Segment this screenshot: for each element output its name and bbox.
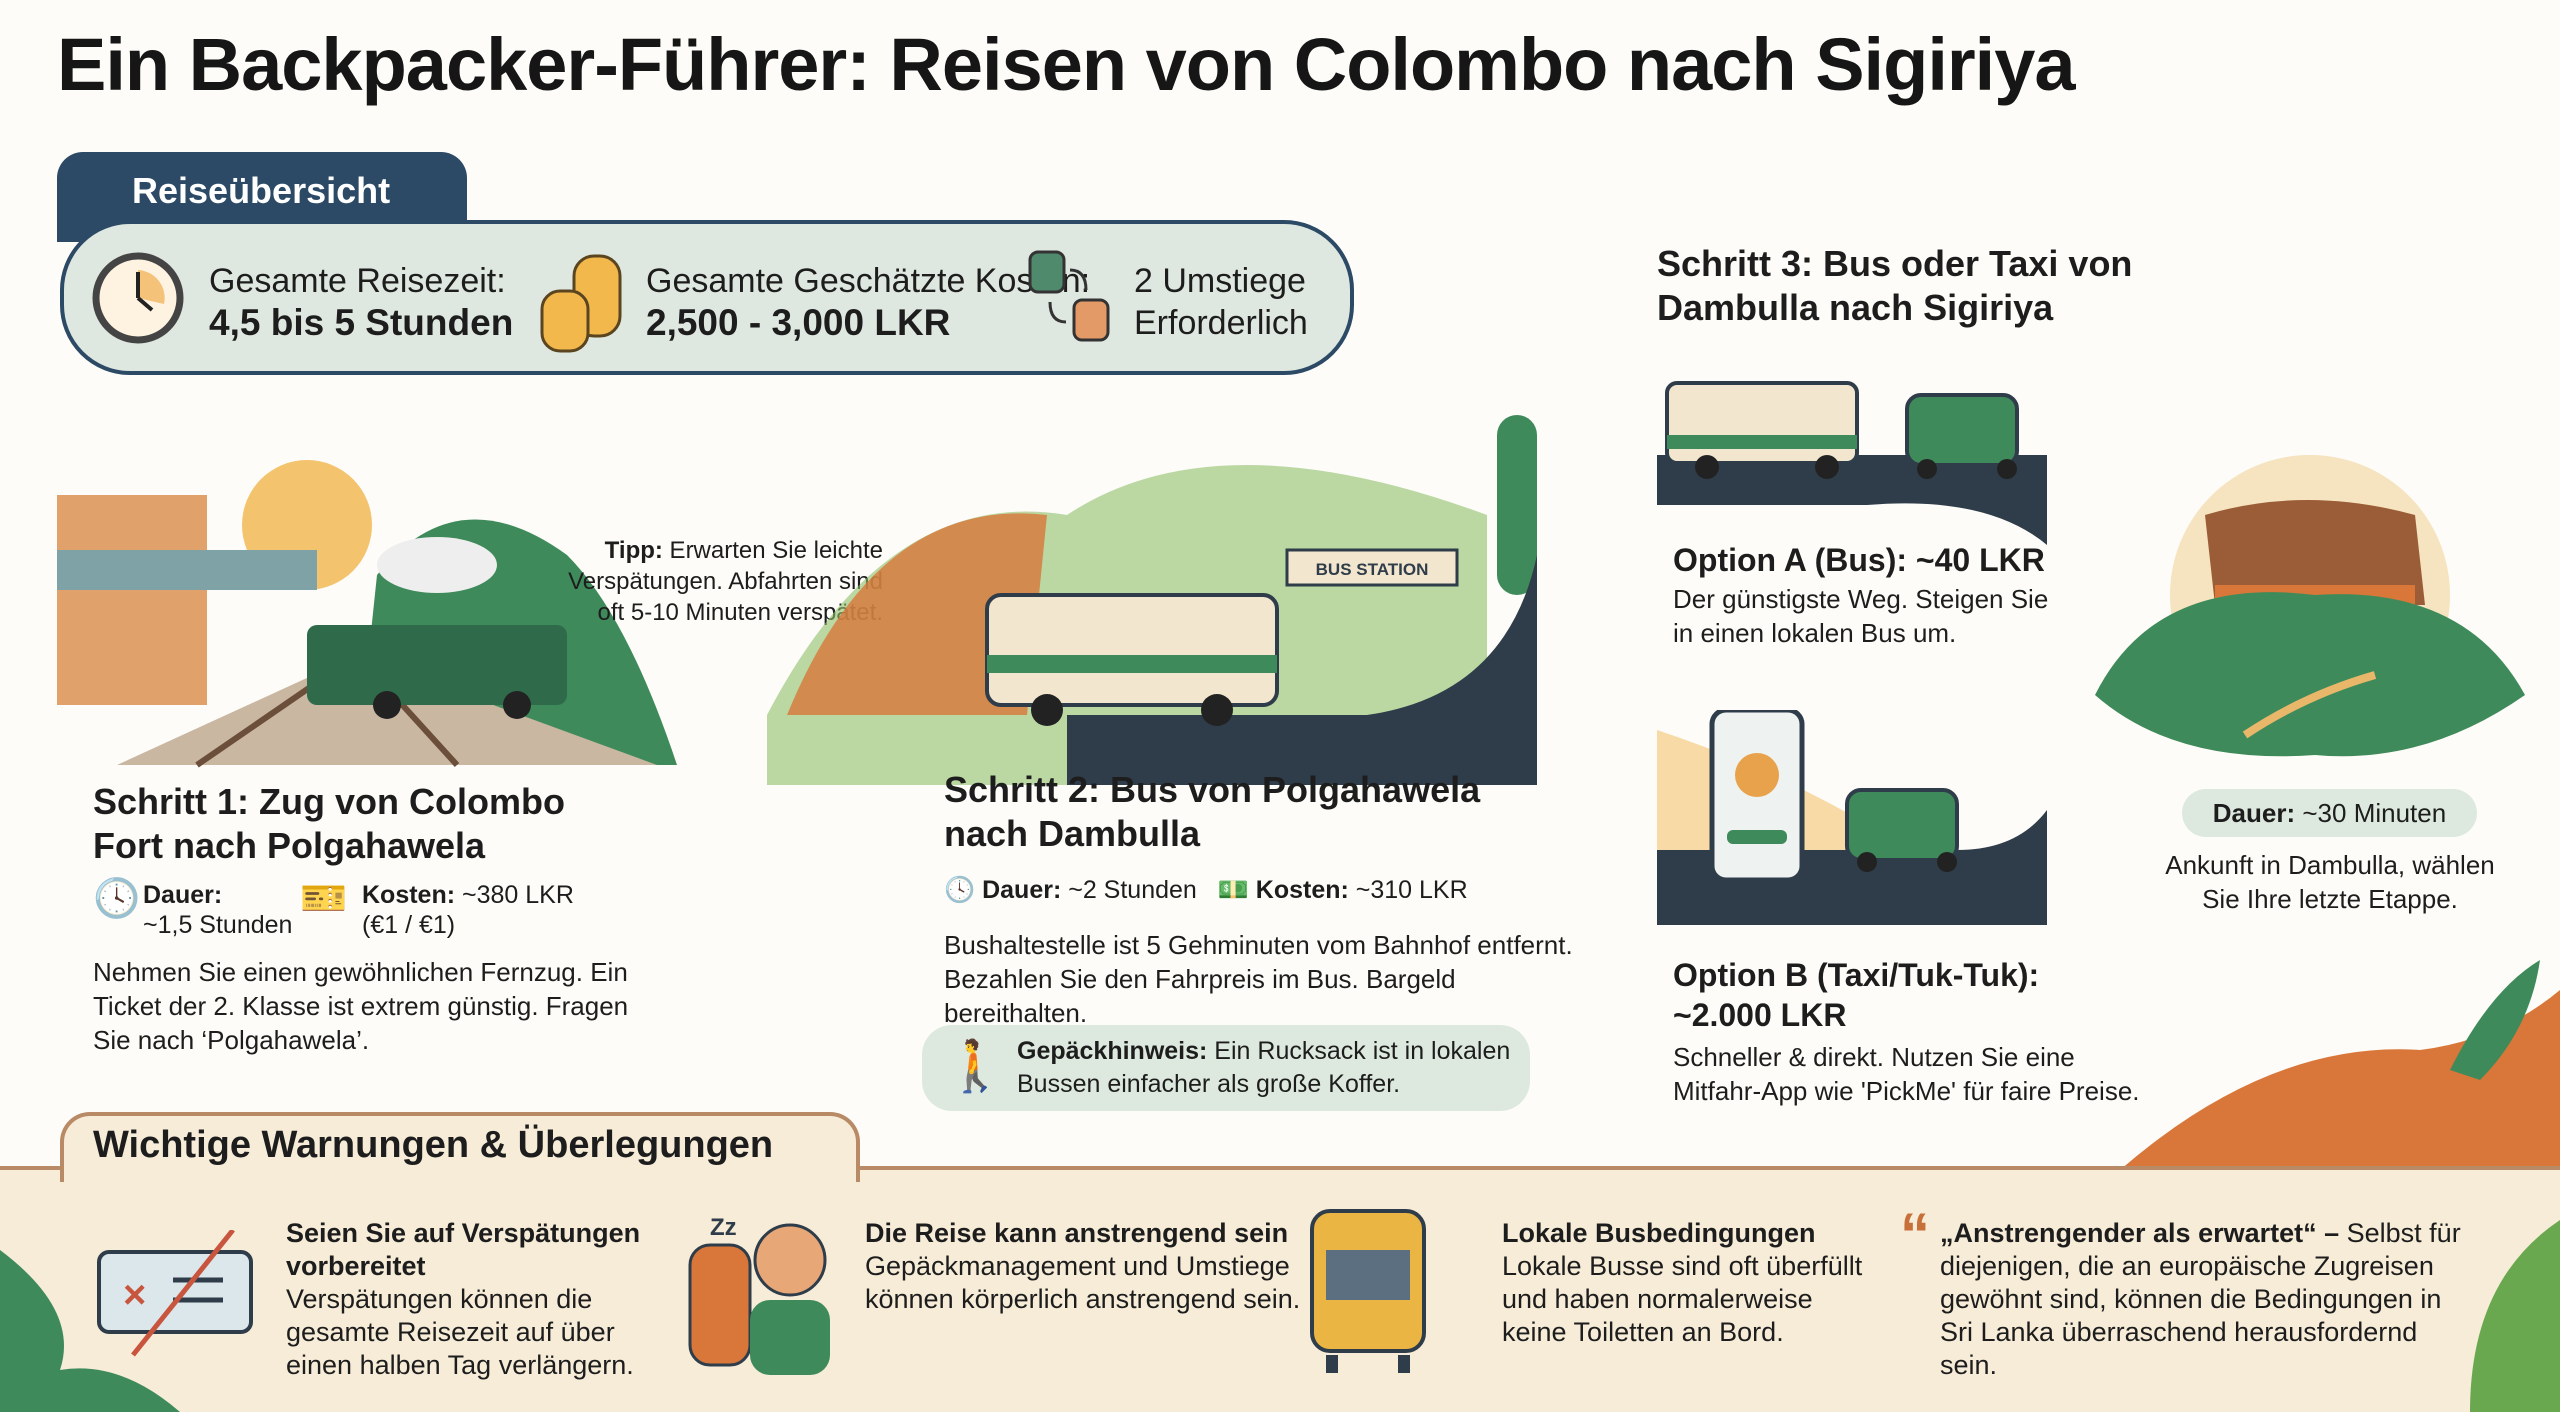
bus-station-sign: BUS STATION [1316,560,1429,579]
bus-station-illustration: BUS STATION [767,415,1537,785]
page-title: Ein Backpacker-Führer: Reisen von Colomb… [57,23,2076,106]
clock-icon [92,252,184,344]
tired-backpacker-icon: Zz [688,1214,830,1375]
transfers-line2: Erforderlich [1134,304,1308,342]
coins-icon [540,254,622,353]
luggage-note: 🚶 Gepäckhinweis: Ein Rucksack ist in lok… [922,1025,1530,1111]
option-b-title: Option B (Taxi/Tuk-Tuk): ~2.000 LKR [1673,957,2040,1033]
step1-title: Schritt 1: Zug von Colombo Fort nach Pol… [93,781,565,866]
option-a-title: Option A (Bus): ~40 LKR [1673,542,2045,578]
hiker-icon: 🚶 [944,1038,1007,1094]
cash-icon: 💵 [1217,876,1249,904]
crowded-bus-icon [1310,1209,1426,1373]
arrival-text: Ankunft in Dambulla, wählen Sie Ihre let… [2165,850,2495,914]
overview-panel: Gesamte Reisezeit:4,5 bis 5 Stunden Gesa… [60,220,1354,375]
quote-icon: “ [1900,1201,1930,1268]
warnings-title: Wichtige Warnungen & Überlegungen [93,1124,774,1166]
decorative-leaf-right [2470,1220,2560,1412]
step1-description: Nehmen Sie einen gewöhnlichen Fernzug. E… [93,957,629,1055]
step2-meta: 🕓 Dauer: ~2 Stunden 💵 Kosten: ~310 LKR [944,876,1468,904]
step2-title: Schritt 2: Bus von Polgahawela nach Damb… [944,769,1481,854]
svg-text:Zz: Zz [710,1214,737,1241]
ride-app-illustration [1657,710,2047,925]
transfers-line1: 2 Umstiege [1134,262,1306,300]
option-a-text: Der günstigste Weg. Steigen Sie in einen… [1673,584,2049,648]
warnings-tab [60,1112,860,1182]
train-station-illustration [57,460,677,768]
warnings-section [0,1166,2560,1412]
sigiriya-rock-illustration [2095,455,2525,757]
total-time-value: 4,5 bis 5 Stunden [209,302,514,343]
transfer-icon [1028,250,1110,342]
step2-description: Bushaltestelle ist 5 Gehminuten vom Bahn… [944,930,1573,1028]
svg-text:×: × [123,1273,146,1317]
bus-tuktuk-illustration [1657,381,2047,545]
clock-icon: 🕓 [93,878,141,920]
ticket-icon: 🎫 [300,878,348,920]
decorative-hill [2120,960,2560,1170]
cancelled-ticket-icon: × [97,1230,253,1357]
total-cost-value: 2,500 - 3,000 LKR [646,302,951,343]
warning-item-quote: „Anstrengender als erwartet“ – Selbst fü… [1940,1218,2461,1380]
step3-duration: Dauer: ~30 Minuten [2182,789,2477,837]
step1-cost: 🎫 Kosten: ~380 LKR(€1 / €1) [300,878,574,939]
option-b-text: Schneller & direkt. Nutzen Sie eine Mitf… [1673,1042,2140,1106]
total-cost-label: Gesamte Geschätzte Kosten: [646,262,1091,300]
total-time-label: Gesamte Reisezeit: [209,262,506,300]
delay-tip: Tipp: Erwarten Sie leichte Verspätungen.… [568,537,883,626]
decorative-leaf-left [0,1250,180,1412]
step3-title: Schritt 3: Bus oder Taxi von Dambulla na… [1657,243,2133,328]
step1-duration: 🕓 Dauer:~1,5 Stunden [93,878,293,939]
clock-icon: 🕓 [944,876,976,904]
